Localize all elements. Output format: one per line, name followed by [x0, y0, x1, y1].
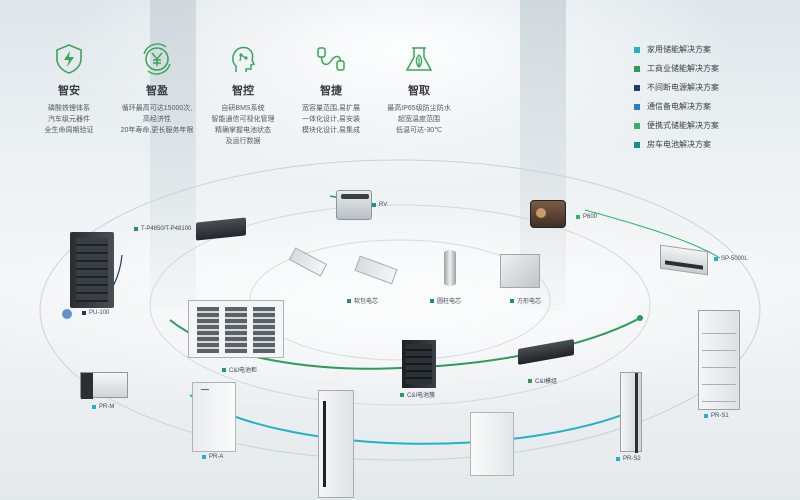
- label-marker: [576, 215, 580, 219]
- label-marker: [510, 298, 514, 303]
- rv-battery-image[interactable]: [336, 190, 372, 220]
- legend-item-telecom[interactable]: 通信备电解决方案: [634, 97, 719, 116]
- cylindrical-cell-image[interactable]: [444, 250, 456, 286]
- legend-swatch: [634, 84, 640, 91]
- label-marker: [347, 298, 351, 303]
- label-text: 圆柱电芯: [437, 299, 462, 305]
- legend-item-portable[interactable]: 便携式储能解决方案: [634, 116, 719, 135]
- prm-battery-image[interactable]: [80, 372, 128, 399]
- feature-safety: 智安 磷酸铁锂体系 汽车级元器件 全生命周期验证: [14, 42, 124, 136]
- legend-item-home[interactable]: 家用储能解决方案: [634, 40, 719, 59]
- feature-control: 智控 自研BMS系统 智能通信可视化管理 精确掌握电池状态 及运行数据: [188, 42, 298, 147]
- feature-desc: 磷酸铁锂体系 汽车级元器件 全生命周期验证: [44, 105, 94, 134]
- label-marker: [528, 378, 532, 383]
- brain-head-icon: [232, 46, 256, 72]
- pra-battery-image[interactable]: [192, 382, 236, 452]
- label-text: T-P4850/T-P48100: [141, 226, 192, 232]
- label-text: C&I模组: [535, 379, 558, 385]
- label-ci-module: C&I模组: [528, 376, 557, 385]
- label-p600: P600: [576, 214, 597, 220]
- background-panel-left: [150, 0, 196, 310]
- feature-durability: 智取 最高IP65级防尘防水 超宽温度范围 低温可达-30℃: [364, 42, 474, 136]
- ci-pack-image[interactable]: [402, 340, 436, 388]
- label-pu100: PU-100: [82, 310, 109, 316]
- legend-label: 便携式储能解决方案: [647, 121, 719, 130]
- flask-leaf-icon: [405, 47, 433, 71]
- feature-title: 智取: [408, 85, 430, 97]
- prs1-battery-image[interactable]: [698, 310, 740, 410]
- solutions-legend: 家用储能解决方案 工商业储能解决方案 不间断电源解决方案 通信备电解决方案 便携…: [634, 40, 719, 154]
- label-marker: [616, 457, 620, 461]
- pu100-cabinet-image[interactable]: [70, 232, 114, 308]
- yen-coin-icon: [143, 43, 171, 75]
- ci-cabinet-image[interactable]: [188, 300, 284, 358]
- connector-cable-icon: [317, 47, 345, 71]
- legend-swatch: [634, 141, 640, 148]
- label-pra: PR-A: [202, 454, 223, 460]
- label-marker: [400, 392, 404, 397]
- legend-swatch: [634, 46, 640, 53]
- legend-swatch: [634, 122, 640, 129]
- legend-label: 不间断电源解决方案: [647, 83, 719, 92]
- label-marker: [134, 227, 138, 231]
- label-marker: [222, 367, 226, 372]
- prs2-battery-image[interactable]: [620, 372, 642, 453]
- legend-item-commercial[interactable]: 工商业储能解决方案: [634, 59, 719, 78]
- label-text: PR-M: [99, 404, 115, 410]
- label-text: 方形电芯: [517, 299, 542, 305]
- feature-desc: 宽容量范围,易扩展 一体化设计,易安装 模块化设计,易集成: [302, 105, 360, 134]
- label-text: RV: [379, 202, 388, 208]
- label-text: C&I电池簇: [407, 393, 436, 399]
- legend-label: 房车电池解决方案: [647, 140, 711, 149]
- feature-desc: 自研BMS系统 智能通信可视化管理 精确掌握电池状态 及运行数据: [211, 105, 275, 145]
- label-ci-cabinet: C&I电池柜: [222, 365, 257, 374]
- label-marker: [430, 298, 434, 303]
- label-text: PR-S1: [711, 413, 729, 419]
- legend-swatch: [634, 103, 640, 110]
- feature-desc: 循环最高可达15000次, 高经济性 20年寿命,更长服务年限: [120, 105, 194, 134]
- feature-profit: 智盈 循环最高可达15000次, 高经济性 20年寿命,更长服务年限: [102, 42, 212, 136]
- prismatic-cell-image[interactable]: [500, 254, 540, 288]
- label-marker: [202, 455, 206, 459]
- feature-desc: 最高IP65级防尘防水 超宽温度范围 低温可达-30℃: [387, 105, 451, 134]
- label-text: PR-A: [209, 454, 224, 460]
- feature-title: 智控: [232, 85, 254, 97]
- label-text: PU-100: [89, 310, 110, 316]
- legend-swatch: [634, 65, 640, 72]
- label-prs1: PR-S1: [704, 413, 729, 419]
- label-soft-cell: 软包电芯: [347, 296, 378, 305]
- label-rv: RV: [372, 202, 387, 208]
- label-prs2: PR-S2: [616, 456, 641, 462]
- legend-item-rv[interactable]: 房车电池解决方案: [634, 135, 719, 154]
- label-ci-pack: C&I电池簇: [400, 390, 435, 399]
- label-marker: [704, 414, 708, 418]
- feature-title: 智捷: [320, 85, 342, 97]
- legend-label: 工商业储能解决方案: [647, 64, 719, 73]
- label-text: PR-S2: [623, 456, 641, 462]
- legend-item-ups[interactable]: 不间断电源解决方案: [634, 78, 719, 97]
- legend-label: 通信备电解决方案: [647, 102, 711, 111]
- label-text: C&I电池柜: [229, 368, 258, 374]
- feature-convenience: 智捷 宽容量范围,易扩展 一体化设计,易安装 模块化设计,易集成: [276, 42, 386, 136]
- wall-battery-image[interactable]: [318, 390, 354, 498]
- label-marker: [92, 405, 96, 409]
- label-prm: PR-M: [92, 404, 114, 410]
- label-marker: [714, 257, 718, 261]
- label-cyl-cell: 圆柱电芯: [430, 296, 461, 305]
- label-text: P600: [583, 214, 598, 220]
- label-marker: [82, 311, 86, 315]
- feature-title: 智盈: [146, 85, 168, 97]
- shield-bolt-icon: [56, 44, 82, 74]
- label-text: SP-5000L: [721, 256, 748, 262]
- label-text: 软包电芯: [354, 299, 379, 305]
- label-tp: T-P4850/T-P48100: [134, 226, 191, 232]
- label-prism-cell: 方形电芯: [510, 296, 541, 305]
- legend-label: 家用储能解决方案: [647, 45, 711, 54]
- label-sp5000l: SP-5000L: [714, 256, 748, 262]
- p600-portable-image[interactable]: [530, 200, 566, 228]
- feature-title: 智安: [58, 85, 80, 97]
- home-battery-box-image[interactable]: [470, 412, 514, 476]
- label-marker: [372, 203, 376, 207]
